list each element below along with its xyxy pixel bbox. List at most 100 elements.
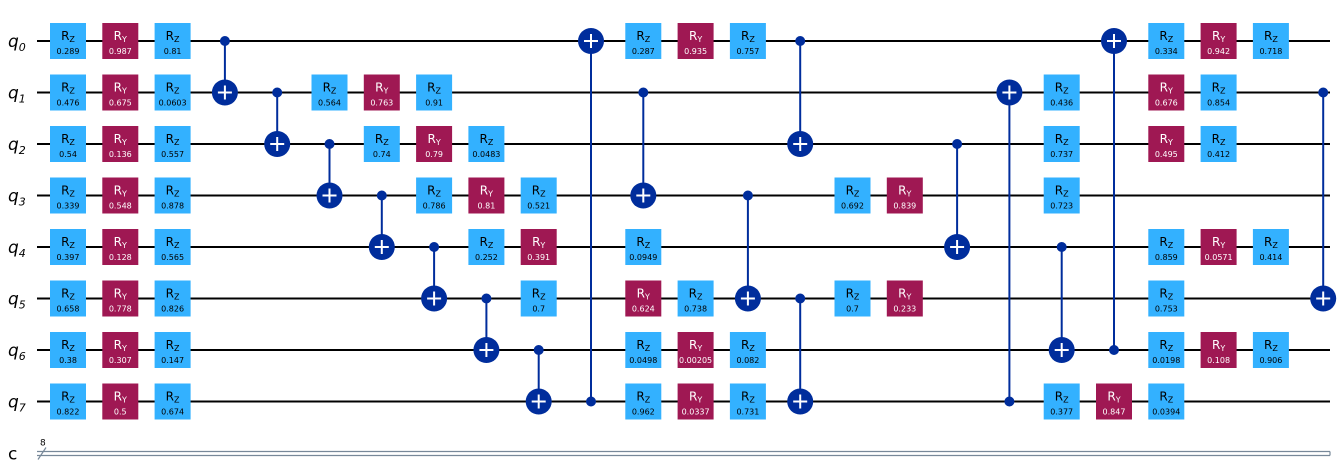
gate-parameter: 0.91: [425, 99, 443, 108]
ry-gate: RY0.128: [102, 229, 139, 265]
rz-gate: RZ0.81: [154, 23, 191, 59]
gate-box: [154, 332, 191, 368]
cnot-control-dot: [1109, 345, 1119, 355]
gate-box: [1148, 229, 1185, 265]
gate-parameter: 0.0571: [1205, 253, 1233, 262]
cnot-control-dot: [533, 345, 544, 355]
cnot-control-dot: [376, 190, 387, 201]
ry-gate: RY0.987: [102, 23, 139, 59]
gate-parameter: 0.737: [1050, 150, 1073, 159]
gate-parameter: 0.676: [1155, 99, 1178, 108]
gate-box: [1148, 383, 1185, 420]
gate-parameter: 0.822: [57, 408, 80, 417]
gate-parameter: 0.763: [370, 99, 393, 108]
ry-gate: RY0.495: [1148, 126, 1185, 162]
ry-gate: RY0.548: [102, 177, 139, 214]
ry-gate: RY0.839: [886, 177, 923, 214]
gate-box: [677, 23, 714, 59]
gate-parameter: 0.289: [57, 47, 80, 56]
gate-box: [625, 383, 662, 420]
gate-box: [468, 177, 505, 214]
rz-gate: RZ0.289: [50, 23, 86, 59]
classical-size: 8: [40, 439, 46, 449]
rz-gate: RZ0.822: [50, 383, 86, 420]
qubit-label-q7: q7: [8, 393, 26, 415]
gate-box: [154, 383, 191, 420]
gate-box: [50, 23, 86, 59]
rz-gate: RZ0.082: [729, 332, 766, 368]
gate-parameter: 0.391: [527, 253, 550, 262]
classical-register: [37, 447, 1331, 460]
gate-parameter: 0.564: [318, 99, 341, 108]
ry-gate: RY0.81: [468, 177, 505, 214]
gate-box: [1200, 23, 1237, 59]
gate-parameter: 0.624: [632, 305, 655, 314]
ry-gate: RY0.675: [102, 74, 139, 111]
gate-parameter: 0.0483: [472, 150, 500, 159]
gate-box: [1200, 229, 1237, 265]
rz-gate: RZ0.412: [1200, 126, 1237, 162]
qubit-label-q0: q0: [8, 32, 26, 54]
cnot-control-dot: [429, 242, 440, 252]
gate-parameter: 0.082: [736, 356, 759, 365]
gate-box: [50, 177, 86, 214]
gate-box: [102, 177, 139, 214]
gate-box: [1043, 126, 1080, 162]
rz-gate: RZ0.737: [1043, 126, 1080, 162]
qubit-label-q2: q2: [8, 135, 26, 157]
rz-gate: RZ0.854: [1200, 74, 1237, 111]
rz-gate: RZ0.723: [1043, 177, 1080, 214]
gate-box: [520, 229, 557, 265]
ry-gate: RY0.778: [102, 280, 139, 317]
gate-box: [416, 177, 453, 214]
gate-box: [886, 177, 923, 214]
gate-box: [729, 332, 766, 368]
cnot-control-dot: [795, 293, 806, 304]
gate-parameter: 0.414: [1259, 253, 1282, 262]
gate-box: [1043, 74, 1080, 111]
gate-parameter: 0.334: [1155, 47, 1178, 56]
gate-parameter: 0.5: [114, 408, 127, 417]
gate-parameter: 0.987: [109, 47, 132, 56]
gate-box: [1043, 177, 1080, 214]
gate-box: [1148, 23, 1185, 59]
gate-box: [154, 74, 191, 111]
rz-gate: RZ0.878: [154, 177, 191, 214]
gate-parameter: 0.397: [57, 253, 80, 262]
gate-parameter: 0.826: [161, 305, 184, 314]
cnot-control-dot: [324, 139, 335, 149]
gate-box: [1096, 383, 1132, 420]
gate-parameter: 0.233: [893, 305, 916, 314]
gate-parameter: 0.674: [161, 408, 184, 417]
gate-parameter: 0.147: [161, 356, 184, 365]
gate-box: [1252, 332, 1289, 368]
rz-gate: RZ0.731: [729, 383, 766, 420]
gate-parameter: 0.757: [736, 47, 759, 56]
rz-gate: RZ0.7: [834, 280, 871, 317]
rz-gate: RZ0.339: [50, 177, 86, 214]
gate-parameter: 0.136: [109, 150, 132, 159]
ry-gate: RY0.847: [1096, 383, 1132, 420]
gate-box: [363, 74, 400, 111]
gate-parameter: 0.307: [109, 356, 132, 365]
gate-parameter: 0.79: [425, 150, 443, 159]
qubit-label-q1: q1: [8, 84, 26, 106]
gate-box: [886, 280, 923, 317]
qubit-label-q4: q4: [8, 238, 26, 260]
rz-gate: RZ0.397: [50, 229, 86, 265]
cnot-control-dot: [219, 36, 230, 46]
gate-box: [102, 332, 139, 368]
rz-gate: RZ0.0603: [154, 74, 191, 111]
rz-gate: RZ0.674: [154, 383, 191, 420]
gate-box: [50, 74, 86, 111]
gates: RZ0.289RZ0.476RZ0.54RZ0.339RZ0.397RZ0.65…: [50, 23, 1337, 420]
rz-gate: RZ0.658: [50, 280, 86, 317]
qubit-label-q5: q5: [8, 290, 26, 312]
gate-box: [50, 126, 86, 162]
gate-box: [1148, 332, 1185, 368]
gate-parameter: 0.786: [423, 202, 446, 211]
gate-box: [416, 126, 453, 162]
gate-box: [729, 23, 766, 59]
